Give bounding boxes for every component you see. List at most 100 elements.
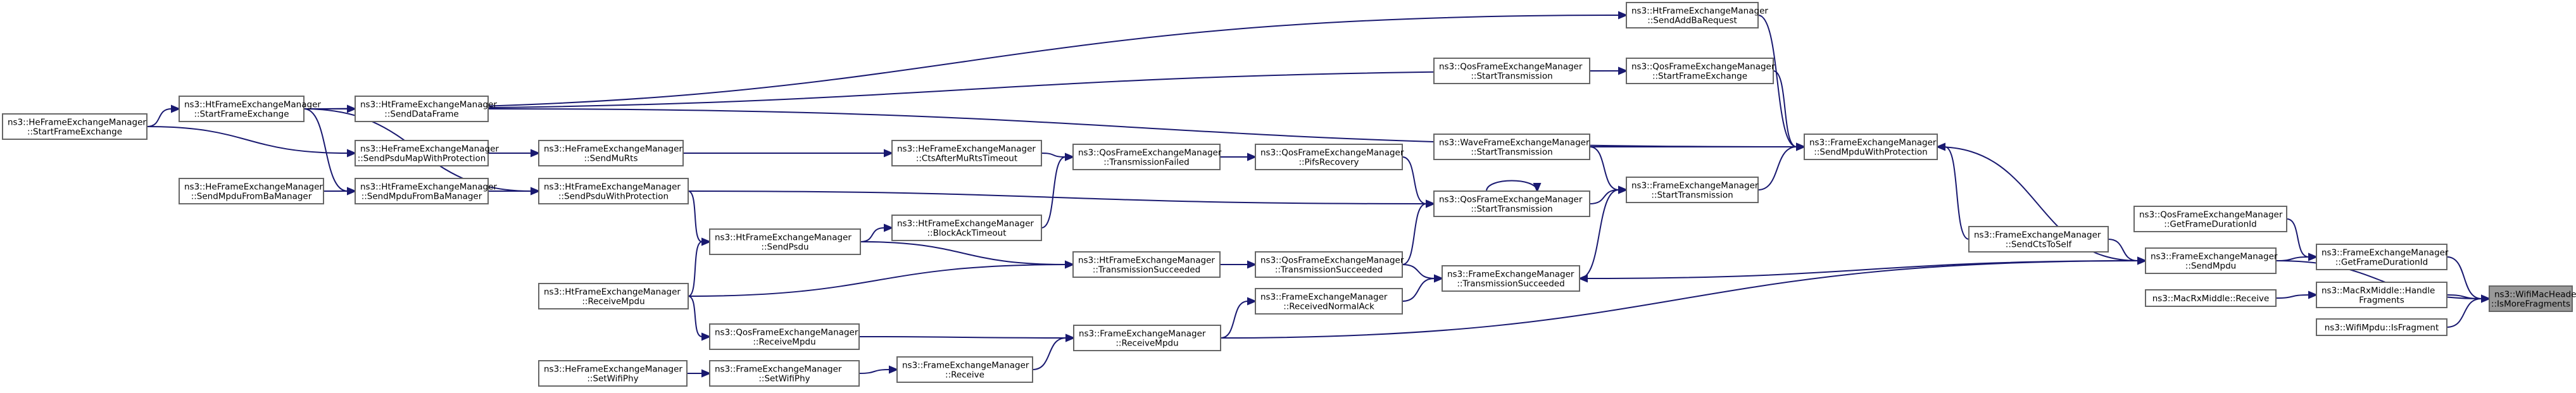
node-label: ns3::WaveFrameExchangeManager — [1439, 138, 1590, 148]
node-label: ns3::HeFrameExchangeManager — [544, 144, 682, 154]
node-ns3-htframeexchangemanager-startframeexchange[interactable]: ns3::HtFrameExchangeManager::StartFrameE… — [179, 96, 321, 122]
node-label: ::StartFrameExchange — [27, 127, 122, 137]
node-box — [896, 356, 1033, 383]
node-ns3-heframeexchangemanager-startframeexchange[interactable]: ns3::HeFrameExchangeManager::StartFrameE… — [2, 113, 148, 140]
node-ns3-qosframeexchangemanager-transmissionsucceeded[interactable]: ns3::QosFrameExchangeManager::Transmissi… — [1255, 251, 1404, 278]
edge-n11-n4 — [1757, 142, 1806, 190]
node-label: ::SendPsduMapWithProtection — [358, 154, 486, 164]
node-label: ns3::HtFrameExchangeManager — [544, 287, 681, 297]
node-label: ns3::WifiMacHeader — [2494, 290, 2576, 300]
edge-n36-n35 — [2275, 290, 2318, 299]
node-box — [891, 215, 1042, 241]
edge-n17-n16 — [1220, 153, 1257, 161]
node-label: ::SetWifiPhy — [587, 374, 638, 384]
node-ns3-htframeexchangemanager-sendaddbarequest[interactable]: ns3::HtFrameExchangeManager::SendAddBaRe… — [1626, 2, 1768, 28]
node-box — [179, 178, 324, 204]
node-label: ::GetFrameDurationId — [2335, 258, 2428, 268]
node-ns3-htframeexchangemanager-sendpsdu[interactable]: ns3::HtFrameExchangeManager::SendPsdu — [709, 228, 861, 255]
node-box — [1255, 288, 1403, 315]
node-ns3-qosframeexchangemanager-startframeexchange[interactable]: ns3::QosFrameExchangeManager::StartFrame… — [1626, 58, 1775, 84]
node-ns3-heframeexchangemanager-setwifiphy[interactable]: ns3::HeFrameExchangeManager::SetWifiPhy — [538, 360, 688, 387]
node-label: ns3::HtFrameExchangeManager — [1078, 256, 1215, 266]
node-label: ns3::FrameExchangeManager — [1631, 181, 1759, 191]
node-box — [1072, 144, 1221, 170]
edge-n7-n6 — [146, 104, 181, 127]
node-label: ::ReceivedNormalAck — [1283, 302, 1374, 312]
node-ns3-htframeexchangemanager-senddataframe[interactable]: ns3::HtFrameExchangeManager::SendDataFra… — [355, 96, 497, 122]
node-box — [1433, 190, 1590, 217]
nodes: ns3::WifiMacHeader::IsMoreFragmentsns3::… — [2, 2, 2576, 387]
node-ns3-macrxmiddle-receive[interactable]: ns3::MacRxMiddle::Receive — [2145, 289, 2277, 307]
node-box — [2316, 318, 2447, 336]
node-label: ns3::FrameExchangeManager — [1447, 270, 1574, 280]
node-label: ns3::HeFrameExchangeManager — [8, 118, 146, 128]
node-box — [1626, 177, 1759, 203]
node-ns3-frameexchangemanager-starttransmission[interactable]: ns3::FrameExchangeManager::StartTransmis… — [1626, 177, 1759, 203]
edge-n3-n1 — [2275, 253, 2318, 261]
node-ns3-frameexchangemanager-sendmpdu[interactable]: ns3::FrameExchangeManager::SendMpdu — [2145, 247, 2278, 274]
node-ns3-htframeexchangemanager-sendmpdufrombamanager[interactable]: ns3::HtFrameExchangeManager::SendMpduFro… — [355, 178, 497, 204]
edge-n27-n28 — [1220, 260, 1257, 269]
edge-n20-n19 — [487, 149, 541, 158]
node-ns3-frameexchangemanager-setwifiphy[interactable]: ns3::FrameExchangeManager::SetWifiPhy — [709, 360, 860, 387]
node-ns3-frameexchangemanager-transmissionsucceeded[interactable]: ns3::FrameExchangeManager::TransmissionS… — [1442, 265, 1580, 292]
node-ns3-htframeexchangemanager-receivempdu[interactable]: ns3::HtFrameExchangeManager::ReceiveMpdu — [538, 283, 689, 309]
node-box — [709, 323, 860, 350]
node-ns3-htframeexchangemanager-blockacktimeout[interactable]: ns3::HtFrameExchangeManager::BlockAckTim… — [891, 215, 1042, 241]
node-box — [538, 178, 689, 204]
edge-n3-n14 — [1578, 260, 2146, 283]
node-ns3-heframeexchangemanager-sendpsdumapwithprotection[interactable]: ns3::HeFrameExchangeManager::SendPsduMap… — [355, 140, 499, 166]
node-label: ::SetWifiPhy — [758, 374, 810, 384]
node-box — [1255, 144, 1403, 170]
node-box — [2133, 206, 2287, 232]
node-label: ::StartFrameExchange — [194, 109, 289, 120]
node-label: ns3::WifiMpdu::IsFragment — [2325, 323, 2439, 333]
node-ns3-heframeexchangemanager-ctsaftermurtstimeout[interactable]: ns3::HeFrameExchangeManager::CtsAfterMuR… — [891, 140, 1042, 166]
node-box — [1255, 251, 1403, 278]
edge-n21-n17 — [1041, 153, 1075, 228]
node-box — [891, 140, 1042, 166]
node-ns3-frameexchangemanager-getframedurationid[interactable]: ns3::FrameExchangeManager::GetFrameDurat… — [2316, 244, 2449, 270]
node-ns3-qosframeexchangemanager-receivempdu[interactable]: ns3::QosFrameExchangeManager::ReceiveMpd… — [709, 323, 860, 350]
edge-n37-n0 — [2446, 294, 2491, 328]
node-box — [2489, 285, 2573, 312]
node-label: ::BlockAckTimeout — [927, 228, 1007, 239]
node-label: ::SendPsdu — [761, 242, 808, 253]
node-label: ns3::HtFrameExchangeManager — [544, 182, 681, 192]
node-ns3-waveframeexchangemanager-starttransmission[interactable]: ns3::WaveFrameExchangeManager::StartTran… — [1433, 134, 1590, 160]
node-ns3-frameexchangemanager-sendmpduwithprotection[interactable]: ns3::FrameExchangeManager::SendMpduWithP… — [1804, 134, 1938, 160]
edge-n22-n21 — [860, 223, 894, 242]
node-box — [1442, 265, 1580, 292]
node-label: ::StartTransmission — [1651, 190, 1733, 201]
node-ns3-frameexchangemanager-sendctstoself[interactable]: ns3::FrameExchangeManager::SendCtsToSelf — [1968, 226, 2109, 253]
node-label: ns3::QosFrameExchangeManager — [1260, 148, 1404, 158]
node-ns3-qosframeexchangemanager-pifsrecovery[interactable]: ns3::QosFrameExchangeManager::PifsRecove… — [1255, 144, 1404, 170]
node-ns3-htframeexchangemanager-sendpsduwithprotection[interactable]: ns3::HtFrameExchangeManager::SendPsduWit… — [538, 178, 689, 204]
node-ns3-htframeexchangemanager-transmissionsucceeded[interactable]: ns3::HtFrameExchangeManager::Transmissio… — [1072, 251, 1221, 278]
node-ns3-heframeexchangemanager-sendmpdufrombamanager[interactable]: ns3::HeFrameExchangeManager::SendMpduFro… — [179, 178, 324, 204]
edge-n19-n18 — [683, 149, 894, 158]
node-ns3-qosframeexchangemanager-starttransmission[interactable]: ns3::QosFrameExchangeManager::StartTrans… — [1433, 190, 1590, 217]
edge-n6-n5 — [303, 11, 1628, 109]
edge-n26-n27 — [688, 260, 1075, 297]
node-label: ns3::MacRxMiddle::Receive — [2152, 294, 2270, 304]
node-label: ::SendMpdu — [2185, 261, 2236, 271]
node-label: ::ReceiveMpdu — [753, 337, 815, 347]
node-ns3-qosframeexchangemanager-getframedurationid[interactable]: ns3::QosFrameExchangeManager::GetFrameDu… — [2133, 206, 2287, 232]
node-ns3-wifimpdu-isfragment[interactable]: ns3::WifiMpdu::IsFragment — [2316, 318, 2447, 336]
node-label: ::TransmissionSucceeded — [1275, 265, 1383, 275]
node-label: ::SendMpduFromBaManager — [191, 192, 312, 202]
node-ns3-qosframeexchangemanager-starttransmission[interactable]: ns3::QosFrameExchangeManager::StartTrans… — [1433, 58, 1590, 84]
node-ns3-qosframeexchangemanager-transmissionfailed[interactable]: ns3::QosFrameExchangeManager::Transmissi… — [1072, 144, 1222, 170]
node-ns3-frameexchangemanager-receivednormalack[interactable]: ns3::FrameExchangeManager::ReceivedNorma… — [1255, 288, 1403, 315]
node-label: ::TransmissionSucceeded — [1093, 265, 1200, 275]
node-ns3-frameexchangemanager-receive[interactable]: ns3::FrameExchangeManager::Receive — [896, 356, 1033, 383]
node-label: ::SendMpduWithProtection — [1814, 147, 1927, 158]
node-label: ns3::HtFrameExchangeManager — [360, 182, 497, 192]
node-box — [1433, 134, 1590, 160]
node-box — [2316, 244, 2447, 270]
node-ns3-heframeexchangemanager-sendmurts[interactable]: ns3::HeFrameExchangeManager::SendMuRts — [538, 140, 684, 166]
node-ns3-frameexchangemanager-receivempdu[interactable]: ns3::FrameExchangeManager::ReceiveMpdu — [1073, 325, 1221, 351]
edge-n12-n11 — [1589, 146, 1628, 194]
